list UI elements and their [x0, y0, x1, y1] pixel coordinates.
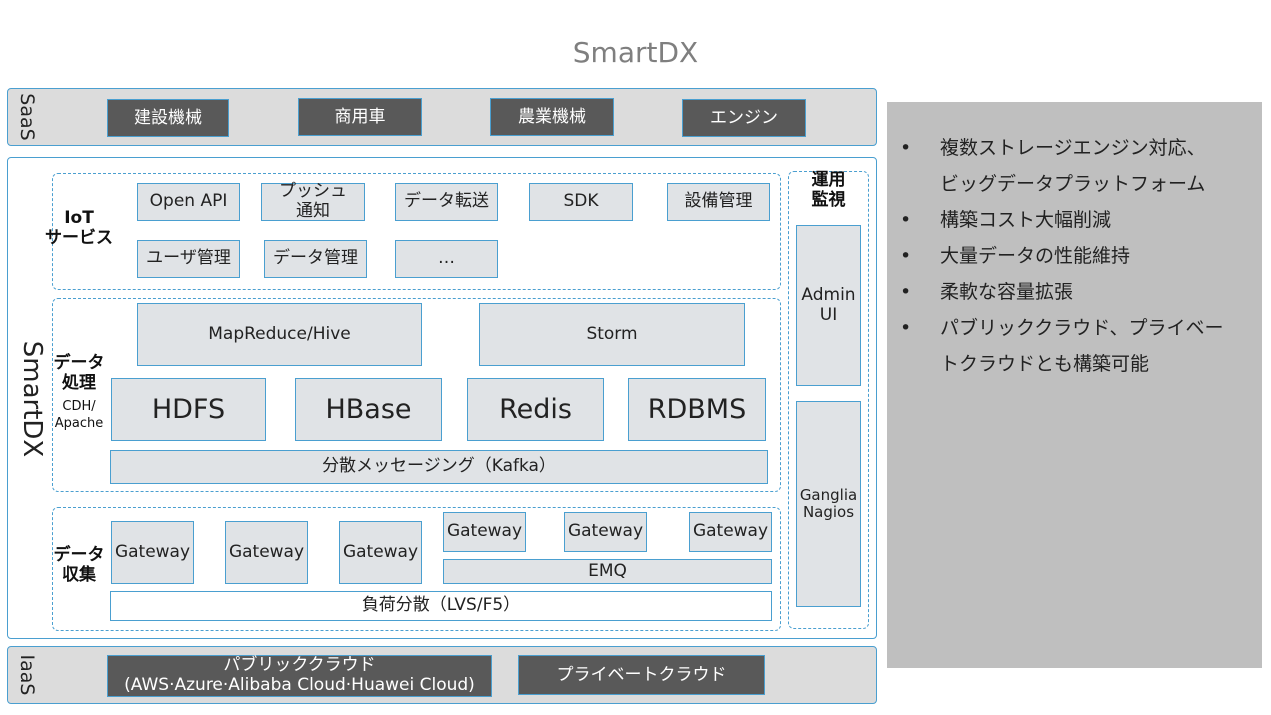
admin-ui: Admin UI — [796, 225, 861, 386]
gateway-1: Gateway — [111, 521, 194, 584]
iot-data-mgmt: データ管理 — [264, 240, 367, 278]
iot-open-api: Open API — [137, 183, 240, 221]
storage-redis: Redis — [467, 378, 604, 441]
data-collection-label: データ 収集 — [53, 545, 105, 586]
iot-user-mgmt: ユーザ管理 — [137, 240, 240, 278]
iot-data-transfer: データ転送 — [395, 183, 498, 221]
data-processing-label: データ 処理 — [53, 353, 105, 394]
public-cloud: パブリッククラウド (AWS·Azure·Alibaba Cloud·Huawe… — [107, 655, 492, 697]
features-list: •複数ストレージエンジン対応、 ビッグデータプラットフォーム •構築コスト大幅削… — [888, 130, 1260, 382]
gateway-6: Gateway — [689, 512, 772, 552]
saas-label: SaaS — [16, 93, 38, 141]
storage-hbase: HBase — [295, 378, 442, 441]
page-title: SmartDX — [572, 36, 699, 69]
gateway-5: Gateway — [564, 512, 647, 552]
saas-item-agriculture: 農業機械 — [490, 98, 614, 136]
iot-services-label: IoT サービス — [45, 208, 113, 249]
data-processing-sublabel: CDH/ Apache — [54, 399, 104, 431]
gateway-4: Gateway — [443, 512, 526, 552]
feature-item: •柔軟な容量拡張 — [900, 281, 1074, 303]
ops-monitoring-label: 運用 監視 — [811, 170, 846, 211]
iot-sdk: SDK — [529, 183, 633, 221]
gateway-2: Gateway — [225, 521, 308, 584]
saas-item-commercial: 商用車 — [298, 98, 422, 136]
ganglia-nagios: Ganglia Nagios — [796, 401, 861, 607]
smartdx-label: SmartDX — [17, 340, 47, 458]
feature-item: •複数ストレージエンジン対応、 ビッグデータプラットフォーム — [900, 137, 1206, 195]
saas-item-engine: エンジン — [682, 99, 806, 137]
features-panel — [887, 102, 1262, 668]
feature-item: •構築コスト大幅削減 — [900, 209, 1112, 231]
iot-push-notify: プッシュ 通知 — [261, 182, 365, 221]
load-balancer: 負荷分散（LVS/F5） — [110, 591, 772, 621]
iaas-label: IaaS — [16, 654, 38, 696]
feature-item: •パブリッククラウド、プライベー トクラウドとも構築可能 — [900, 317, 1224, 375]
compute-storm: Storm — [479, 303, 745, 366]
storage-hdfs: HDFS — [111, 378, 266, 441]
private-cloud: プライベートクラウド — [518, 655, 765, 695]
storage-rdbms: RDBMS — [628, 378, 766, 441]
emq-box: EMQ — [443, 559, 772, 584]
feature-item: •大量データの性能維持 — [900, 245, 1131, 267]
saas-item-construction: 建設機械 — [107, 99, 229, 137]
compute-mapreduce-hive: MapReduce/Hive — [137, 303, 422, 366]
messaging-kafka: 分散メッセージング（Kafka） — [110, 450, 768, 484]
iot-more: … — [395, 240, 498, 278]
iot-device-mgmt: 設備管理 — [667, 183, 770, 221]
gateway-3: Gateway — [339, 521, 422, 584]
